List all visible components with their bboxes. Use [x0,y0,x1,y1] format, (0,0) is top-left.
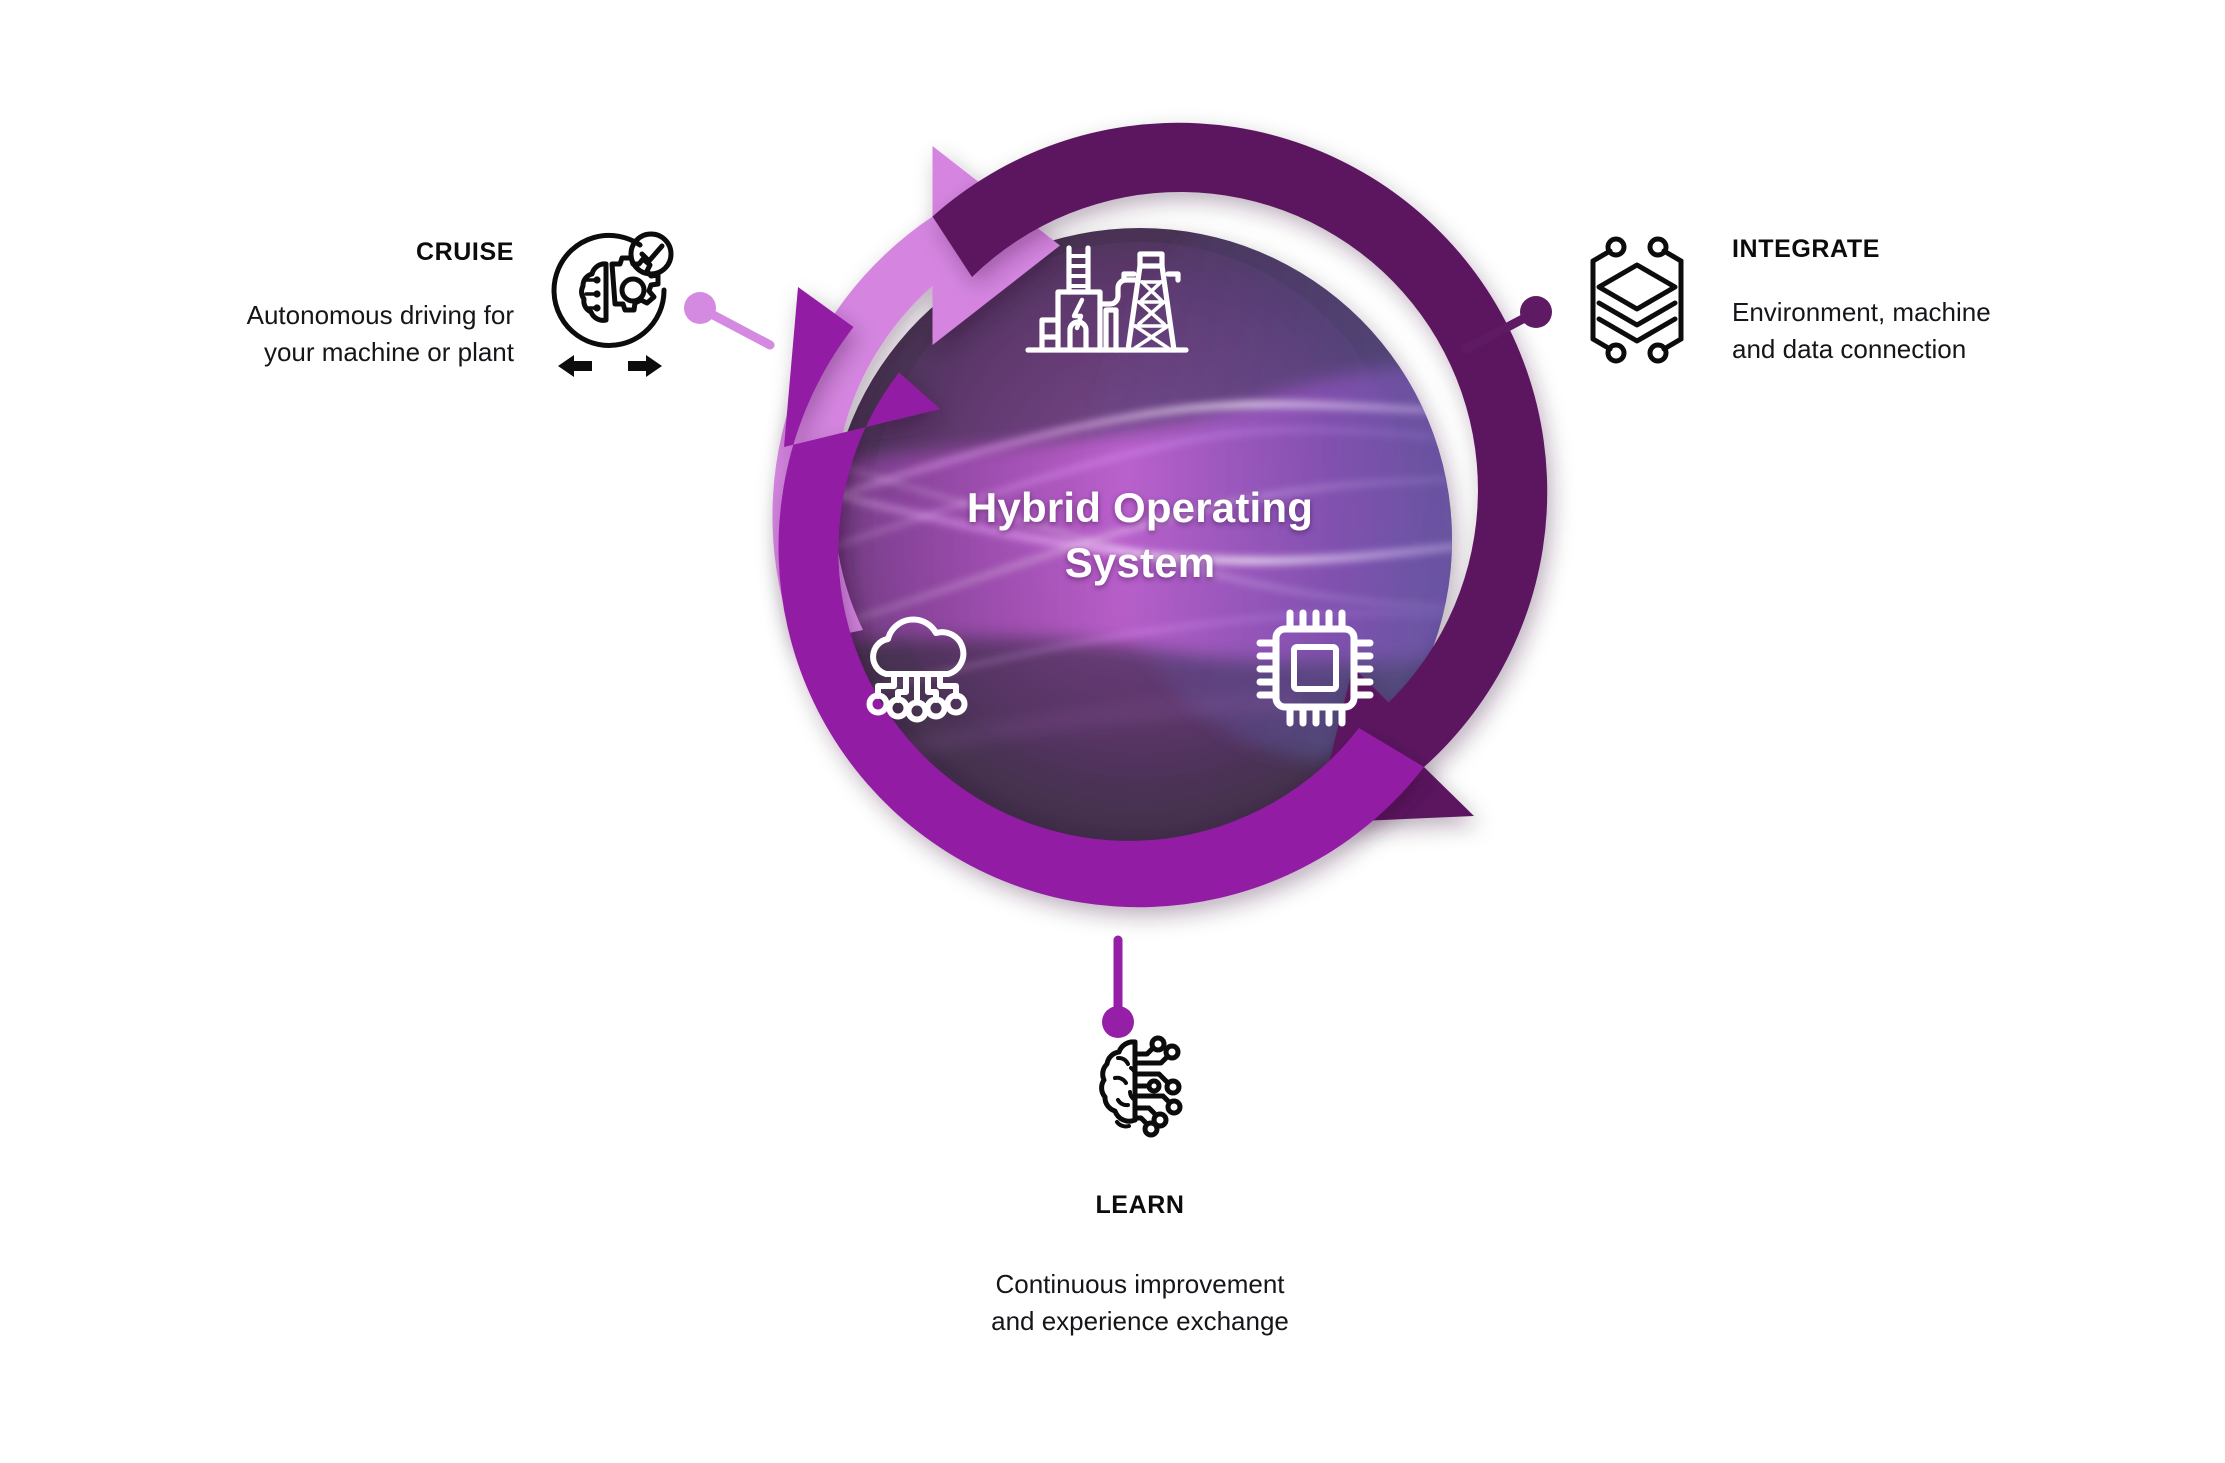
industrial-plant-icon [1025,245,1189,353]
microchip-icon [1256,609,1374,727]
arrow-left-icon [558,355,592,377]
callout-learn-title: LEARN [1095,1191,1185,1219]
connector-cruise [684,292,775,350]
callout-cruise-title: CRUISE [415,238,514,266]
connector-dot-cruise [684,292,716,324]
callout-cruise[interactable]: CRUISE Autonomous driving for your machi… [120,228,680,388]
arc-segment-integrate[interactable] [932,122,1548,823]
connector-dot-integrate [1520,296,1552,328]
callout-learn[interactable]: LEARN Continuous improvement and experie… [820,1030,1460,1340]
connector-learn [1102,935,1134,1038]
arrow-right-icon [628,355,662,377]
cloud-network-icon [866,616,968,723]
callout-integrate-description: Environment, machine and data connection [1732,297,1991,364]
connector-dot-learn [1102,1006,1134,1038]
callout-integrate[interactable]: INTEGRATE Environment, machine and data … [1572,225,2132,375]
callout-cruise-description: Autonomous driving for your machine or p… [246,300,514,367]
callout-integrate-title: INTEGRATE [1732,235,1880,263]
connector-integrate [1461,296,1552,354]
layers-nodes-icon [1572,225,1702,375]
callout-learn-description: Continuous improvement and experience ex… [991,1269,1289,1336]
brain-circuit-icon [1073,1030,1208,1165]
arc-segment-cruise[interactable] [772,146,1060,644]
brain-gear-autonomy-icon [540,228,680,388]
